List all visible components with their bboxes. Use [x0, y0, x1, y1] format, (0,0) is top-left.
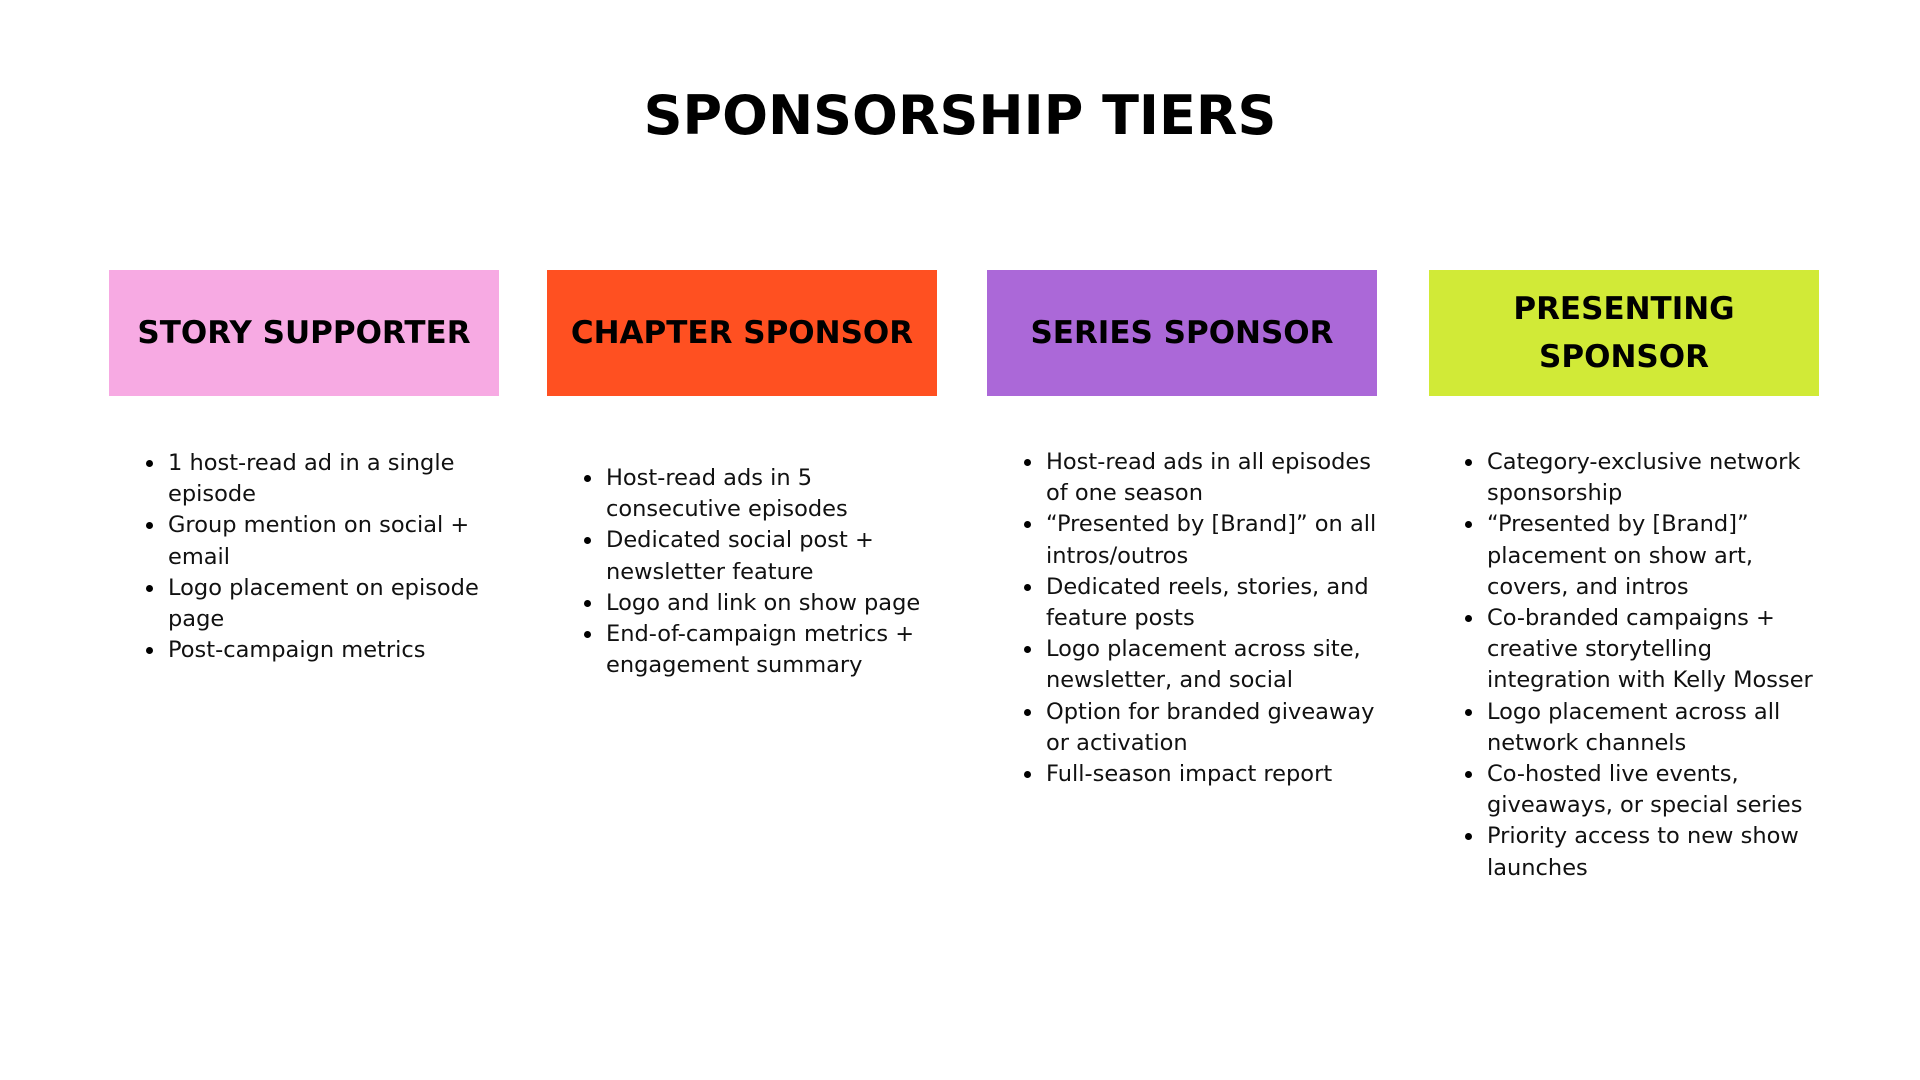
benefit-item: Dedicated social post + newsletter featu… [584, 525, 951, 587]
tier-benefits-list: Category-exclusive network sponsorship“P… [1463, 447, 1832, 884]
benefit-item: Logo placement on episode page [146, 573, 513, 635]
tier-header: STORY SUPPORTER [109, 270, 499, 396]
benefit-item: Host-read ads in all episodes of one sea… [1024, 447, 1391, 509]
benefit-item: “Presented by [Brand]” on all intros/out… [1024, 509, 1391, 571]
benefit-item: Group mention on social + email [146, 510, 513, 572]
tier-header: SERIES SPONSOR [987, 270, 1377, 396]
benefit-item: Category-exclusive network sponsorship [1465, 447, 1832, 509]
benefit-item: Host-read ads in 5 consecutive episodes [584, 463, 951, 525]
benefit-item: Priority access to new show launches [1465, 821, 1832, 883]
benefit-item: Logo and link on show page [584, 588, 951, 619]
page-title: SPONSORSHIP TIERS [643, 84, 1277, 147]
benefit-item: Dedicated reels, stories, and feature po… [1024, 572, 1391, 634]
benefit-item: Option for branded giveaway or activatio… [1024, 697, 1391, 759]
benefit-item: End-of-campaign metrics + engagement sum… [584, 619, 951, 681]
benefit-item: 1 host-read ad in a single episode [146, 448, 513, 510]
tier-header: PRESENTING SPONSOR [1429, 270, 1819, 396]
benefit-item: “Presented by [Brand]” placement on show… [1465, 509, 1832, 603]
benefit-item: Co-hosted live events, giveaways, or spe… [1465, 759, 1832, 821]
benefit-item: Logo placement across site, newsletter, … [1024, 634, 1391, 696]
tier-benefits-list: Host-read ads in all episodes of one sea… [1022, 447, 1391, 790]
benefit-item: Full-season impact report [1024, 759, 1391, 790]
benefit-item: Co-branded campaigns + creative storytel… [1465, 603, 1832, 697]
benefit-item: Post-campaign metrics [146, 635, 513, 666]
tier-header: CHAPTER SPONSOR [547, 270, 937, 396]
benefit-item: Logo placement across all network channe… [1465, 697, 1832, 759]
